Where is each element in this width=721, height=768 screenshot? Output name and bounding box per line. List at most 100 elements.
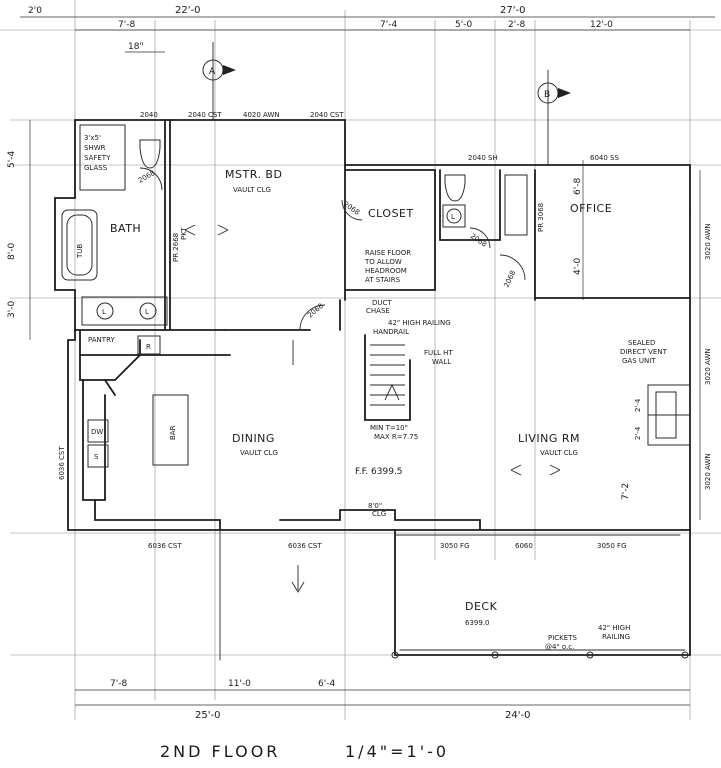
section-marker-a-label: A xyxy=(209,67,216,77)
window-2040-cst-2: 2040 CST xyxy=(310,111,344,119)
note-stair-spec-1: MIN T=10" xyxy=(370,424,408,432)
room-bath: BATH xyxy=(110,222,141,235)
dim-bottom-11-0: 11'-0 xyxy=(228,679,251,689)
window-6036-cst-left: 6036 CST xyxy=(148,542,182,550)
construction-lines xyxy=(0,0,721,720)
note-railing-2: HANDRAIL xyxy=(373,328,409,336)
direction-arrows xyxy=(184,224,561,593)
sink-right-mark: L xyxy=(145,308,149,316)
note-sealed-unit-3: GAS UNIT xyxy=(622,357,656,365)
window-6040-ss: 6040 SS xyxy=(590,154,619,162)
dim-top-12-0: 12'-0 xyxy=(590,20,613,30)
note-deck-railing-2: RAILING xyxy=(602,633,630,641)
note-deck-railing-1: 42" HIGH xyxy=(598,624,630,632)
room-pantry: PANTRY xyxy=(88,336,115,344)
room-living-note: VAULT CLG xyxy=(540,449,578,457)
door-pocket-label: PR 2668 xyxy=(172,233,180,262)
sink-left-mark: L xyxy=(102,308,106,316)
window-3050-fg-1: 3050 FG xyxy=(440,542,470,550)
window-3020-awn-living-1: 3020 AWN xyxy=(704,348,712,385)
walls xyxy=(54,119,691,531)
note-railing-1: 42" HIGH RAILING xyxy=(388,319,451,327)
dim-right-7-2: 7'-2 xyxy=(621,483,631,500)
note-opening-1: 8'0" xyxy=(368,502,382,510)
room-master-bedroom: MSTR. BD xyxy=(225,168,282,181)
note-raise-floor-1: RAISE FLOOR xyxy=(365,249,411,257)
dim-right-2-4b: 2'-4 xyxy=(634,426,642,440)
note-pickets-2: @4" o.c. xyxy=(545,643,574,651)
tub-label: TUB xyxy=(76,244,84,259)
window-3050-fg-2: 3050 FG xyxy=(597,542,627,550)
dim-bottom-25-0: 25'-0 xyxy=(195,710,220,721)
note-pickets-1: PICKETS xyxy=(548,634,577,642)
room-deck: DECK xyxy=(465,600,498,613)
window-3020-awn-living-2: 3020 AWN xyxy=(704,453,712,490)
dim-office-4-0: 4'-0 xyxy=(573,258,583,275)
dim-right-2-4a: 2'-4 xyxy=(634,398,642,412)
cooktop: S xyxy=(87,444,109,468)
cooktop-label: S xyxy=(94,453,99,461)
room-office: OFFICE xyxy=(570,202,612,215)
room-living: LIVING RM xyxy=(518,432,580,445)
dim-top-left-small: 2'0 xyxy=(28,6,42,16)
note-full-ht-wall-2: WALL xyxy=(432,358,451,366)
note-duct-chase-1: DUCT xyxy=(372,299,392,307)
note-raise-floor-3: HEADROOM xyxy=(365,267,407,275)
dishwasher-label: DW xyxy=(91,428,103,436)
window-3020-awn-office: 3020 AWN xyxy=(704,223,712,260)
dim-left-8-0: 8'-0 xyxy=(7,243,17,260)
window-2040-sh: 2040 SH xyxy=(468,154,498,162)
range: R xyxy=(137,335,161,355)
dishwasher: DW xyxy=(87,419,109,443)
dim-top-2-8: 2'-8 xyxy=(508,20,525,30)
dim-office-6-8: 6'-8 xyxy=(573,178,583,195)
note-sealed-unit-1: SEALED xyxy=(628,339,655,347)
laundry-machine: L xyxy=(442,204,466,228)
window-4020-awn: 4020 AWN xyxy=(243,111,280,119)
range-label: R xyxy=(146,343,151,351)
vanity-double-sink: L L xyxy=(81,296,168,326)
door-pr3068: PR 3068 xyxy=(537,203,545,232)
door-2068-master: 2068 xyxy=(306,302,325,320)
window-2040-cst: 2040 CST xyxy=(188,111,222,119)
note-stair-spec-2: MAX R=7.75 xyxy=(374,433,418,441)
fireplace xyxy=(647,384,691,446)
dim-top-7-4: 7'-4 xyxy=(380,20,397,30)
laundry-mark: L xyxy=(451,213,455,221)
note-shower-1: 3'x5' xyxy=(84,134,101,142)
section-marker-a: A xyxy=(202,42,236,120)
note-shower-2: SHWR xyxy=(84,144,106,152)
window-6036-cst-mid: 6036 CST xyxy=(288,542,322,550)
bathtub: TUB xyxy=(61,209,98,281)
dim-bottom-7-8: 7'-8 xyxy=(110,679,127,689)
note-raise-floor-2: TO ALLOW xyxy=(364,258,402,266)
note-duct-chase-2: CHASE xyxy=(366,307,390,315)
section-marker-b: B xyxy=(537,70,571,165)
window-6036-cst-west: 6036 CST xyxy=(58,446,66,480)
room-dining-note: VAULT CLG xyxy=(240,449,278,457)
note-floor-elevation: F.F. 6399.5 xyxy=(355,467,403,477)
window-2040-bath: 2040 xyxy=(140,111,158,119)
door-2068-office: 2068 xyxy=(503,269,518,289)
note-shower-4: GLASS xyxy=(84,164,108,172)
note-raise-floor-4: AT STAIRS xyxy=(365,276,401,284)
dim-top-5-0: 5'-0 xyxy=(455,20,472,30)
stairs xyxy=(370,344,405,406)
note-sealed-unit-2: DIRECT VENT xyxy=(620,348,668,356)
deck-elevation: 6399.0 xyxy=(465,619,490,627)
dim-bottom-24-0: 24'-0 xyxy=(505,710,530,721)
drawing-title: 2ND FLOOR xyxy=(160,742,280,761)
dim-top-left: 22'-0 xyxy=(175,5,200,16)
dim-bottom-6-4: 6'-4 xyxy=(318,679,335,689)
office-closet-shelf xyxy=(504,174,528,236)
dim-top-7-8: 7'-8 xyxy=(118,20,135,30)
dim-left-3-0: 3'-0 xyxy=(7,301,17,318)
island-label: BAR xyxy=(169,425,177,440)
window-6060: 6060 xyxy=(515,542,533,550)
dim-18-inch: 18" xyxy=(128,42,144,52)
note-full-ht-wall-1: FULL HT xyxy=(424,349,453,357)
toilet-closet xyxy=(444,174,466,202)
door-pocket-type: PKT xyxy=(180,227,188,240)
dim-top-right: 27'-0 xyxy=(500,5,525,16)
kitchen-island: BAR xyxy=(152,394,189,466)
